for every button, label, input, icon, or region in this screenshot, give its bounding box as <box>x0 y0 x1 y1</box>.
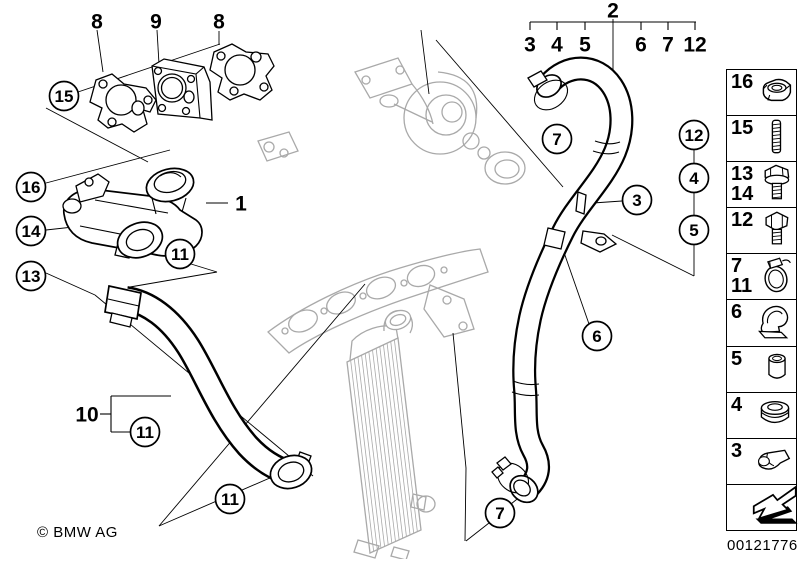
group-bracket-2 <box>529 21 696 30</box>
callout-4[interactable]: 4 <box>678 162 710 194</box>
copyright-text: © BMW AG <box>37 524 118 541</box>
callout-number: 14 <box>22 222 41 241</box>
legend-label: 7 <box>731 255 743 278</box>
bracket-icon <box>752 440 794 483</box>
part-number-label: 9 <box>150 11 162 34</box>
callout-number: 15 <box>55 87 74 106</box>
callout-11[interactable]: 11 <box>214 483 246 515</box>
callout-11[interactable]: 11 <box>164 238 196 270</box>
callout-number: 3 <box>632 191 641 210</box>
callout-number: 11 <box>171 245 189 264</box>
legend-label: 5 <box>731 347 743 370</box>
callout-number: 11 <box>221 490 239 509</box>
callout-number: 12 <box>685 126 704 145</box>
callout-number: 5 <box>689 221 698 240</box>
legend-label: 13 <box>731 163 754 186</box>
part-number-label: 8 <box>213 11 225 34</box>
legend-row-3[interactable]: 3 <box>727 439 796 485</box>
callout-3[interactable]: 3 <box>621 184 653 216</box>
legend-label: 14 <box>731 183 754 206</box>
legend-label: 12 <box>731 209 754 232</box>
charge-hose-drawing <box>491 56 634 504</box>
part-number-label: 2 <box>607 0 619 23</box>
intercooler-background-drawing <box>346 309 436 561</box>
legend-label: 16 <box>731 71 754 93</box>
callout-5[interactable]: 5 <box>678 214 710 246</box>
hose-clamp-icon <box>758 253 794 300</box>
legend-row-4[interactable]: 4 <box>727 393 796 439</box>
part-number-label: 12 <box>683 34 706 57</box>
part-number-label: 8 <box>91 11 103 34</box>
group-bracket-10 <box>100 395 171 433</box>
legend-label: 11 <box>731 275 753 298</box>
stud-icon <box>758 116 794 161</box>
part-number-label: 4 <box>551 34 563 57</box>
nut-icon <box>758 72 794 113</box>
part-number-label: 5 <box>579 34 591 57</box>
diagram-number: 00121776 <box>727 537 798 554</box>
grommet-icon <box>756 394 794 437</box>
callout-16[interactable]: 16 <box>15 171 47 203</box>
legend-row-16[interactable]: 16 <box>727 70 796 117</box>
legend-row-12[interactable]: 12 <box>727 208 796 255</box>
legend-row-7-11[interactable]: 7 11 <box>727 253 796 301</box>
callout-11[interactable]: 11 <box>129 416 161 448</box>
holder-clip-icon <box>754 300 794 347</box>
callout-number: 7 <box>552 130 561 149</box>
callout-number: 13 <box>22 267 41 286</box>
egr-intake-pipe-drawing <box>62 167 203 259</box>
callout-number: 11 <box>136 423 154 442</box>
sleeve-icon <box>760 348 794 391</box>
gasket-right-drawing <box>209 43 275 101</box>
callout-12[interactable]: 12 <box>678 119 710 151</box>
back-arrow-icon <box>745 484 797 531</box>
adapter-plate-drawing <box>151 58 213 121</box>
gasket-left-drawing <box>89 73 157 133</box>
callout-7[interactable]: 7 <box>484 497 516 529</box>
part-number-label: 3 <box>524 34 536 57</box>
part-number-label: 6 <box>635 34 647 57</box>
callout-15[interactable]: 15 <box>48 80 80 112</box>
legend-sidebar: 16 15 13 1 <box>726 69 797 531</box>
legend-label: 4 <box>731 393 743 416</box>
part-number-label: 10 <box>75 404 98 427</box>
callout-14[interactable]: 14 <box>15 215 47 247</box>
callout-number: 7 <box>495 504 504 523</box>
legend-label: 6 <box>731 301 743 324</box>
charge-pipe-lower-drawing <box>104 284 313 490</box>
callout-number: 16 <box>22 178 41 197</box>
legend-row-13-14[interactable]: 13 14 <box>727 161 796 209</box>
legend-row-5[interactable]: 5 <box>727 347 796 393</box>
part-number-label: 7 <box>662 34 674 57</box>
callout-6[interactable]: 6 <box>581 320 613 352</box>
callout-number: 6 <box>592 327 601 346</box>
callout-number: 4 <box>689 169 699 188</box>
legend-row-back[interactable] <box>727 484 797 531</box>
turbocharger-background-drawing <box>257 57 526 354</box>
legend-row-15[interactable]: 15 <box>727 116 796 163</box>
part-number-label: 1 <box>235 193 247 216</box>
flange-bolt-icon <box>758 161 794 208</box>
legend-row-6[interactable]: 6 <box>727 300 796 347</box>
callout-13[interactable]: 13 <box>15 260 47 292</box>
callout-circles: 15 16 14 13 11 11 11 7 3 12 4 5 6 7 <box>15 80 710 529</box>
legend-label: 3 <box>731 439 743 462</box>
bolt-icon <box>758 208 794 253</box>
legend-label: 15 <box>731 117 754 140</box>
callout-7[interactable]: 7 <box>541 123 573 155</box>
